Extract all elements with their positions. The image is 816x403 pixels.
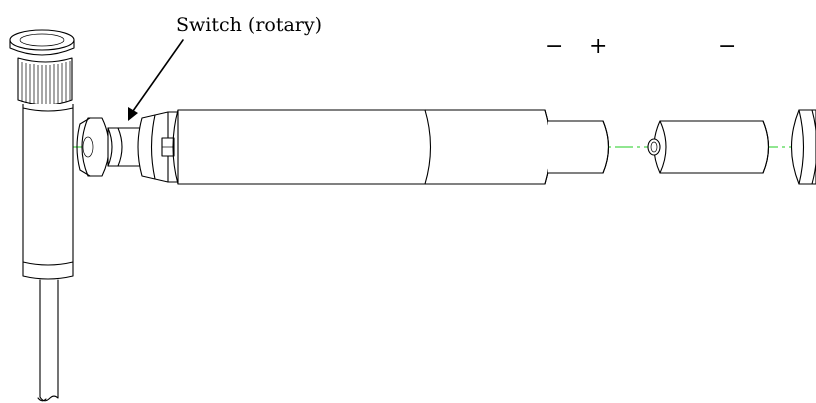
terminal-minus-left-label: − bbox=[545, 34, 564, 59]
main-barrel bbox=[172, 109, 551, 185]
battery-front bbox=[548, 120, 610, 174]
rotary-switch bbox=[76, 111, 183, 183]
end-cap bbox=[791, 109, 816, 185]
terminal-minus-right-label: − bbox=[718, 34, 737, 59]
switch-pointer-arrow bbox=[128, 39, 184, 121]
terminal-plus-label: + bbox=[589, 34, 608, 59]
switch-label: Switch (rotary) bbox=[176, 14, 323, 36]
battery-separated bbox=[647, 120, 770, 174]
vertical-handle bbox=[9, 29, 75, 402]
